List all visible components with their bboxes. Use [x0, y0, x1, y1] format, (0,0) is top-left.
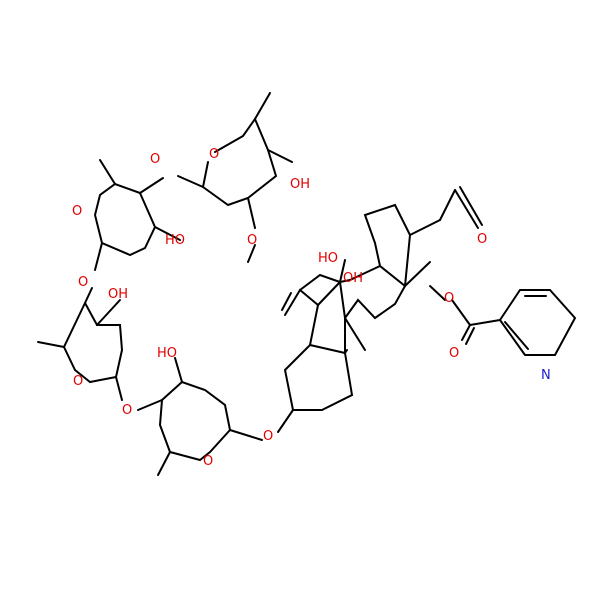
n-pyridine-label: N: [541, 368, 551, 383]
o-ring-lower-label: O: [73, 374, 83, 389]
bond-lines: [37, 92, 577, 476]
o-link-2-label: O: [78, 275, 88, 290]
o-ring-mid-label: O: [72, 204, 82, 219]
o-methoxy-label: O: [247, 233, 257, 248]
oh-steroid-c14-label: OH: [343, 271, 363, 286]
oh-bottom-ring-label: HO: [157, 346, 177, 361]
oh-top-ring-label: OH: [290, 177, 310, 192]
o-link-4-label: O: [263, 429, 273, 444]
o-ester-label: O: [444, 291, 454, 306]
atom-labels: O O O O O O O O O OH HO OH HO HO OH O O …: [72, 147, 551, 469]
o-carbonyl-label: O: [449, 346, 459, 361]
o-ring-top-label: O: [209, 147, 219, 162]
o-link-3-label: O: [122, 403, 132, 418]
o-ring-bottom-label: O: [203, 454, 213, 469]
oh-steroid-c8-label: HO: [318, 251, 338, 266]
o-ketone-label: O: [477, 232, 487, 247]
oh-lower-ring-label: OH: [108, 287, 128, 302]
oh-mid-ring-label: HO: [165, 233, 185, 248]
o-link-1-label: O: [150, 152, 160, 167]
